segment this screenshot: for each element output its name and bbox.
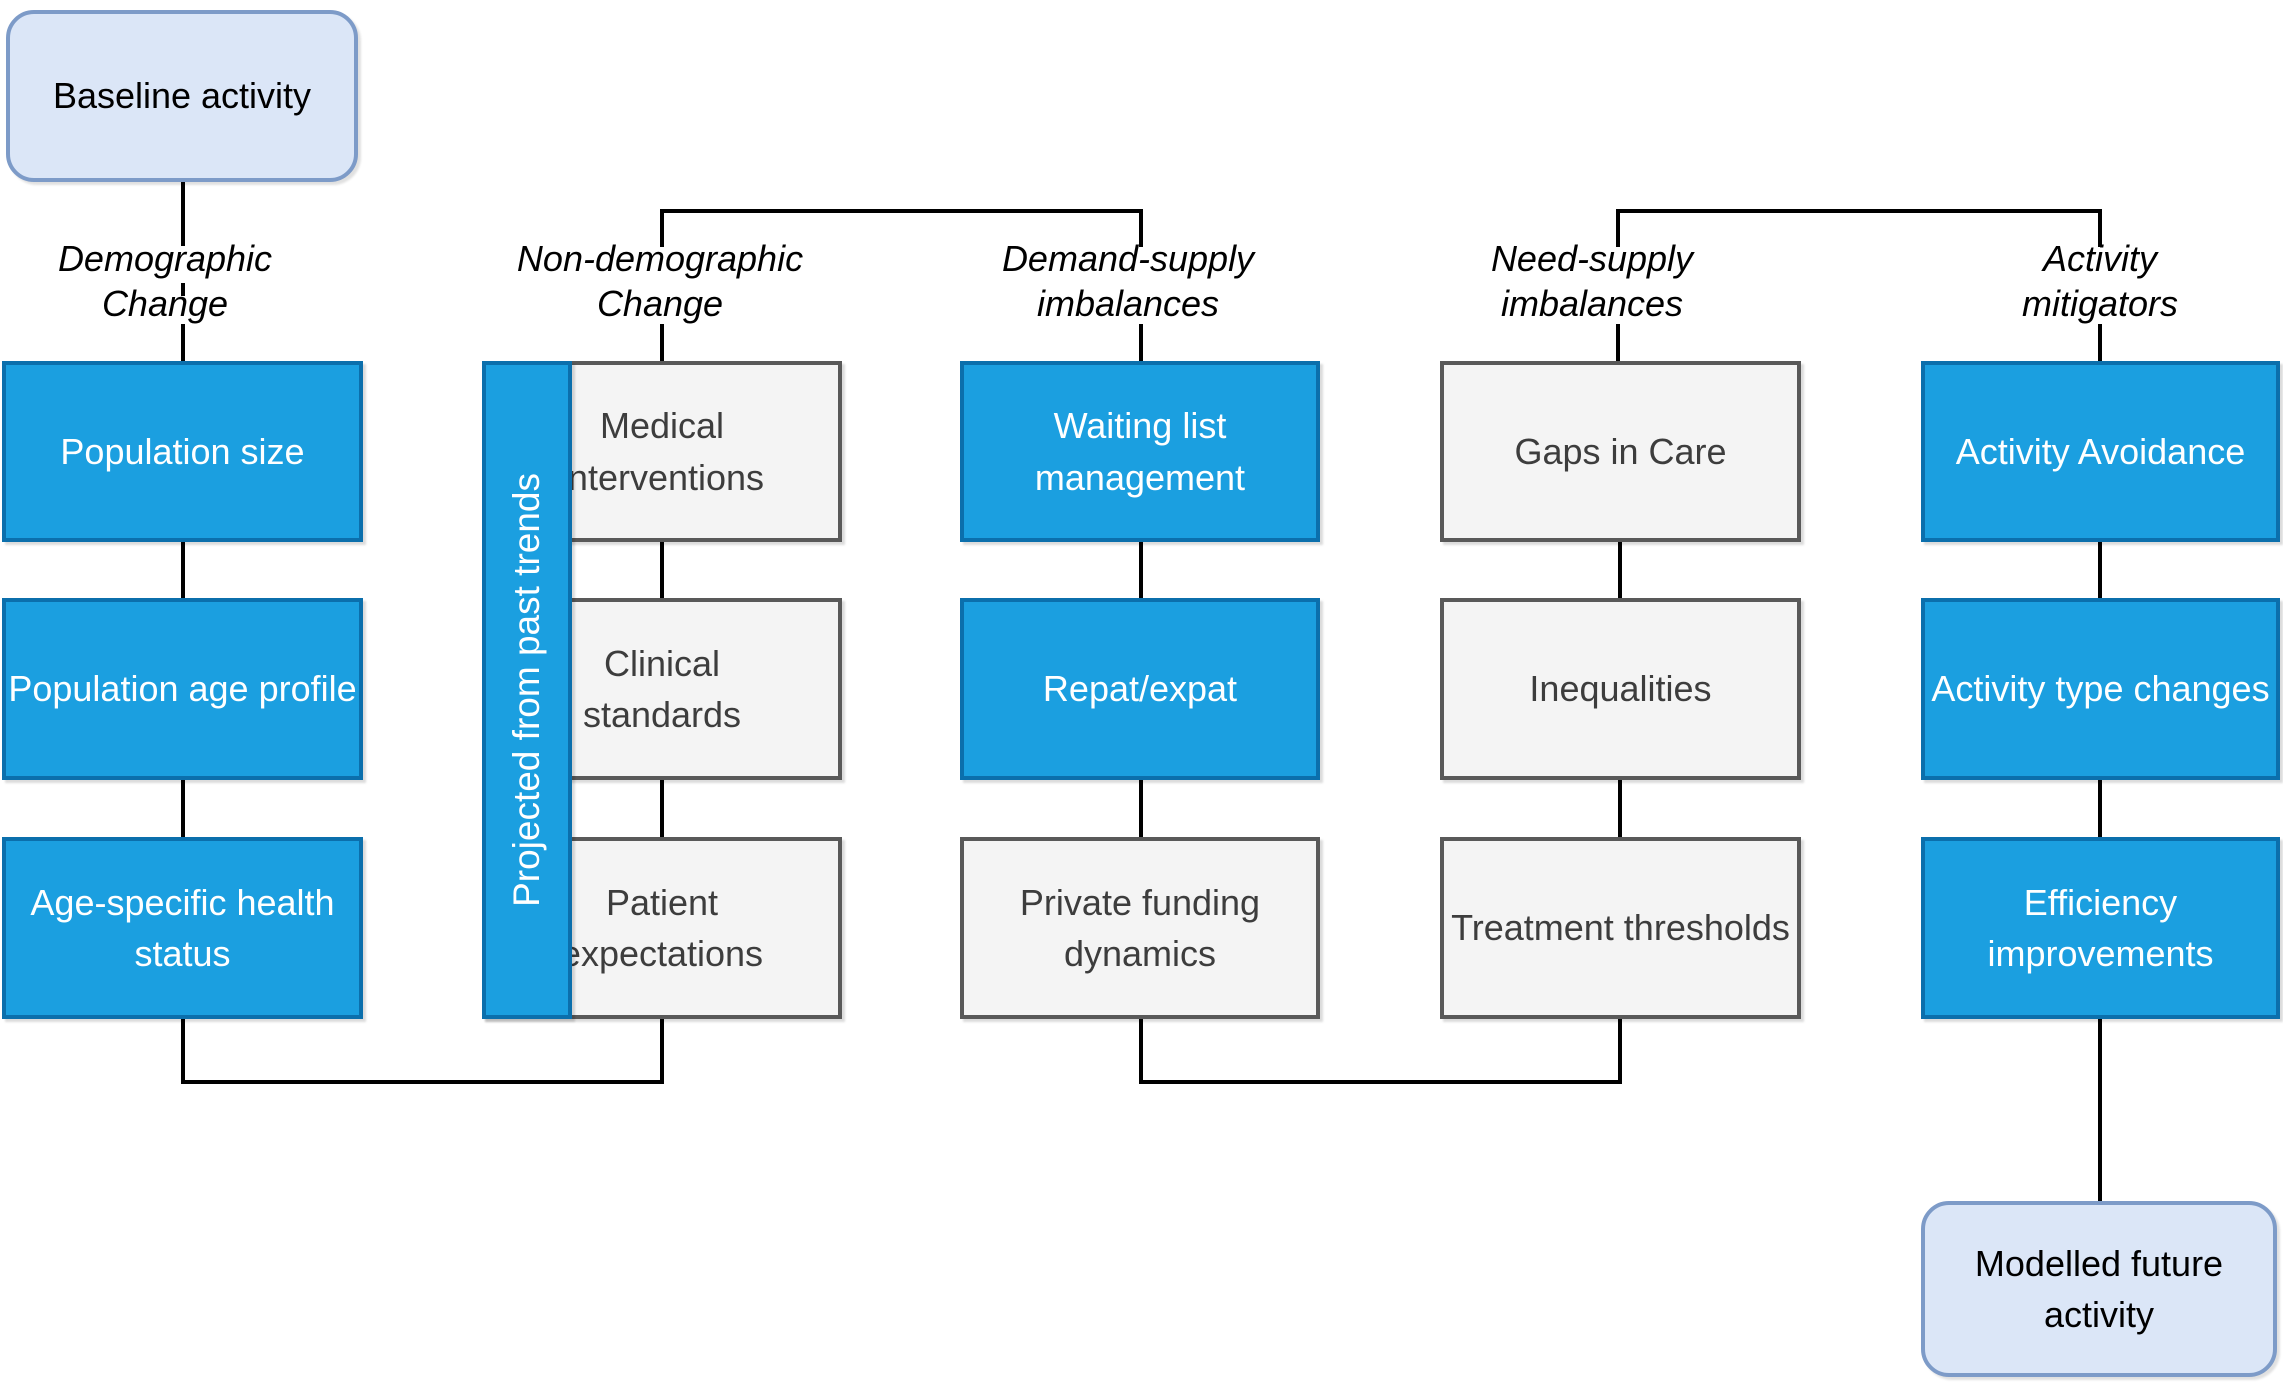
- connector-col3-row2-row3: [1139, 780, 1143, 837]
- connector-nondemographic-to-box: [660, 324, 664, 361]
- node-modelled-future-activity: Modelled future activity: [1921, 1201, 2277, 1377]
- header-demand-supply-imbalances: Demand-supply imbalances: [1001, 238, 1255, 324]
- header-activity-mitigators: Activity mitigators: [2021, 238, 2179, 324]
- bracket-nondemo-demand-horizontal: [660, 209, 1143, 213]
- connector-col4-row2-row3: [1618, 780, 1622, 837]
- connector-col1-row2-row3: [181, 780, 185, 837]
- node-activity-avoidance: Activity Avoidance: [1921, 361, 2280, 542]
- connector-col3-col4-horizontal: [1139, 1080, 1622, 1084]
- connector-col1-row1-row2: [181, 542, 185, 598]
- node-activity-type-changes: Activity type changes: [1921, 598, 2280, 780]
- connector-col2-row2-row3: [660, 780, 664, 837]
- projected-from-past-trends-label: Projected from past trends: [506, 473, 547, 907]
- connector-col4-up: [1618, 1015, 1622, 1084]
- bracket-stub-need-supply: [1616, 209, 1620, 247]
- connector-col1-col2-horizontal: [181, 1080, 664, 1084]
- connector-baseline-to-demographic: [181, 182, 185, 246]
- node-repat-expat: Repat/expat: [960, 598, 1320, 780]
- node-population-size: Population size: [2, 361, 363, 542]
- connector-col2-up: [660, 1015, 664, 1084]
- node-baseline-activity: Baseline activity: [6, 10, 358, 182]
- bracket-stub-activity-mitigators: [2098, 209, 2102, 247]
- connector-col3-down: [1139, 1015, 1143, 1084]
- header-need-supply-imbalances: Need-supply imbalances: [1490, 238, 1694, 324]
- projected-from-past-trends-bar: Projected from past trends: [482, 361, 572, 1019]
- connector-need-supply-to-box: [1616, 324, 1620, 361]
- connector-col5-row2-row3: [2098, 780, 2102, 837]
- header-non-demographic-change: Non-demographic Change: [516, 238, 804, 324]
- connector-mitigators-to-box: [2098, 324, 2102, 361]
- connector-demand-supply-to-box: [1139, 324, 1143, 361]
- node-treatment-thresholds: Treatment thresholds: [1440, 837, 1801, 1019]
- node-private-funding-dynamics: Private funding dynamics: [960, 837, 1320, 1019]
- node-gaps-in-care: Gaps in Care: [1440, 361, 1801, 542]
- connector-col1-down: [181, 1015, 185, 1084]
- connector-demographic-label-gap: [181, 283, 185, 296]
- node-efficiency-improvements: Efficiency improvements: [1921, 837, 2280, 1019]
- bracket-stub-nondemographic: [660, 209, 664, 247]
- node-age-specific-health-status: Age-specific health status: [2, 837, 363, 1019]
- connector-col5-row1-row2: [2098, 542, 2102, 598]
- connector-col2-row1-row2: [660, 542, 664, 598]
- connector-col4-row1-row2: [1618, 542, 1622, 598]
- bracket-stub-demand-supply: [1139, 209, 1143, 247]
- node-inequalities: Inequalities: [1440, 598, 1801, 780]
- connector-col3-row1-row2: [1139, 542, 1143, 598]
- header-demographic-change: Demographic Change: [57, 238, 273, 324]
- node-waiting-list-management: Waiting list management: [960, 361, 1320, 542]
- node-population-age-profile: Population age profile: [2, 598, 363, 780]
- connector-demographic-to-box: [181, 324, 185, 361]
- connector-mitigators-to-end: [2098, 1019, 2102, 1203]
- bracket-need-mitigators-horizontal: [1616, 209, 2102, 213]
